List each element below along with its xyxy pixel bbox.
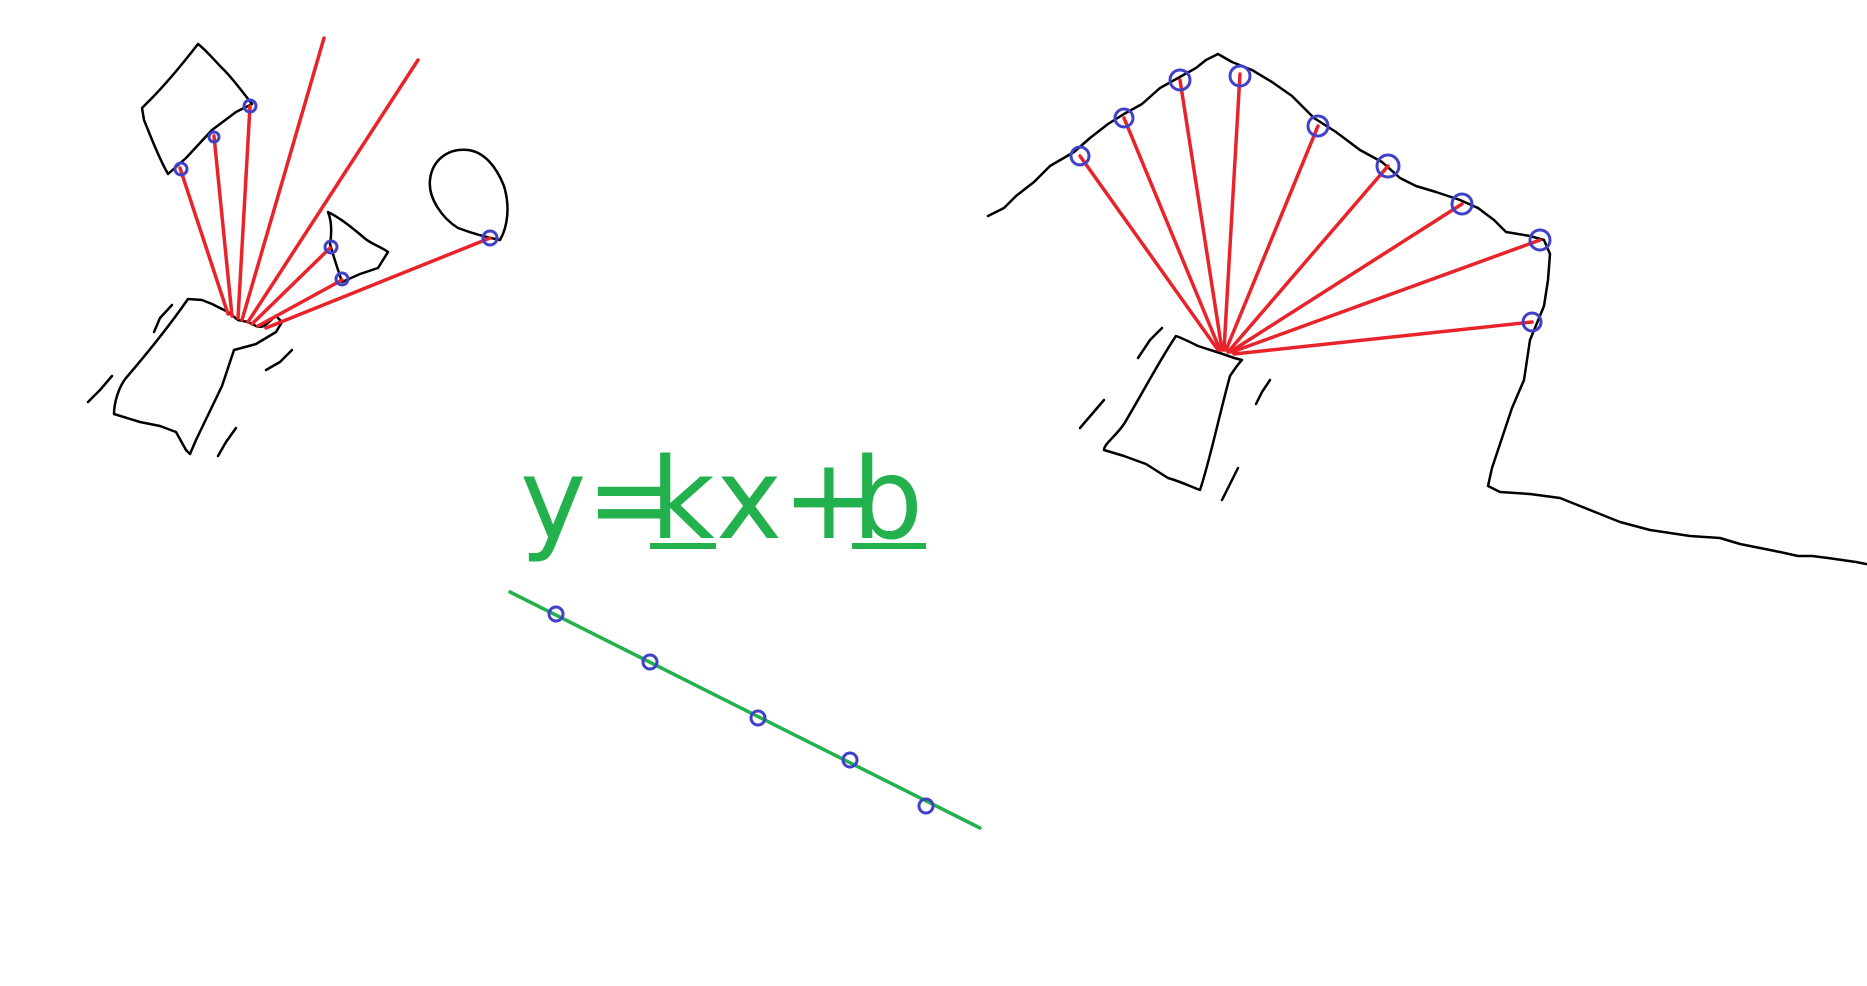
left-hit-point <box>334 271 350 287</box>
left-ray-8 <box>264 236 492 330</box>
left-obstacle-1 <box>140 42 254 176</box>
left-obstacle-3 <box>428 148 509 242</box>
right-hit-point <box>1069 145 1091 167</box>
right-scene <box>986 52 1867 566</box>
right-ray-6 <box>1226 164 1390 354</box>
right-ray-4 <box>1222 72 1242 352</box>
equation: y = k x + b <box>520 435 926 565</box>
left-ray-3 <box>236 104 252 320</box>
fit-sample-point <box>547 605 565 623</box>
right-hit-point <box>1228 64 1252 88</box>
left-ray-7 <box>256 278 344 328</box>
left-hit-point <box>242 98 258 114</box>
right-ray-9 <box>1232 320 1534 356</box>
fit-line-group <box>508 590 982 830</box>
right-hit-point <box>1528 228 1552 252</box>
equation-y: y <box>520 435 586 565</box>
right-motion-stroke-2 <box>1078 398 1106 430</box>
left-ray-2 <box>212 134 234 318</box>
right-ray-3 <box>1178 78 1224 352</box>
right-hit-point <box>1306 114 1330 138</box>
fit-sample-point <box>841 751 859 769</box>
left-rays <box>178 36 492 330</box>
right-motion-stroke-4 <box>1220 466 1240 502</box>
left-motion-stroke-3 <box>264 348 294 372</box>
right-hit-point <box>1521 311 1543 333</box>
left-motion-stroke-1 <box>152 303 174 334</box>
right-hit-point <box>1375 153 1401 179</box>
left-hit-point <box>173 161 189 177</box>
right-ray-7 <box>1228 202 1464 354</box>
left-hit-point <box>323 239 339 255</box>
right-hit-point <box>1168 68 1192 92</box>
right-ray-8 <box>1230 238 1542 354</box>
left-hit-points <box>173 98 499 287</box>
right-motion-stroke-1 <box>1136 326 1164 360</box>
right-ray-1 <box>1078 154 1220 352</box>
fit-sample-point <box>749 709 767 727</box>
left-ray-5 <box>246 58 420 324</box>
left-ray-1 <box>178 166 230 316</box>
equation-x: x <box>716 435 782 565</box>
right-ray-2 <box>1122 116 1222 352</box>
left-motion-stroke-2 <box>86 374 114 404</box>
left-hit-point <box>207 130 221 144</box>
right-hit-point <box>1450 192 1474 216</box>
right-rover-body <box>1102 334 1244 492</box>
right-rays <box>1078 72 1542 356</box>
right-hit-points <box>1069 64 1552 333</box>
left-motion-stroke-4 <box>216 426 238 458</box>
left-rover-body <box>112 297 284 456</box>
left-scene <box>86 36 509 458</box>
left-ray-4 <box>240 36 326 322</box>
fit-sample-point <box>641 653 659 671</box>
right-ray-5 <box>1224 124 1320 352</box>
left-ray-6 <box>250 246 332 326</box>
fitted-line <box>508 590 982 830</box>
left-hit-point <box>481 229 499 247</box>
left-obstacle-2 <box>326 210 390 284</box>
right-hit-point <box>1113 107 1135 129</box>
fit-sample-point <box>917 797 935 815</box>
right-motion-stroke-3 <box>1254 378 1272 406</box>
right-wall-contour <box>986 52 1867 566</box>
